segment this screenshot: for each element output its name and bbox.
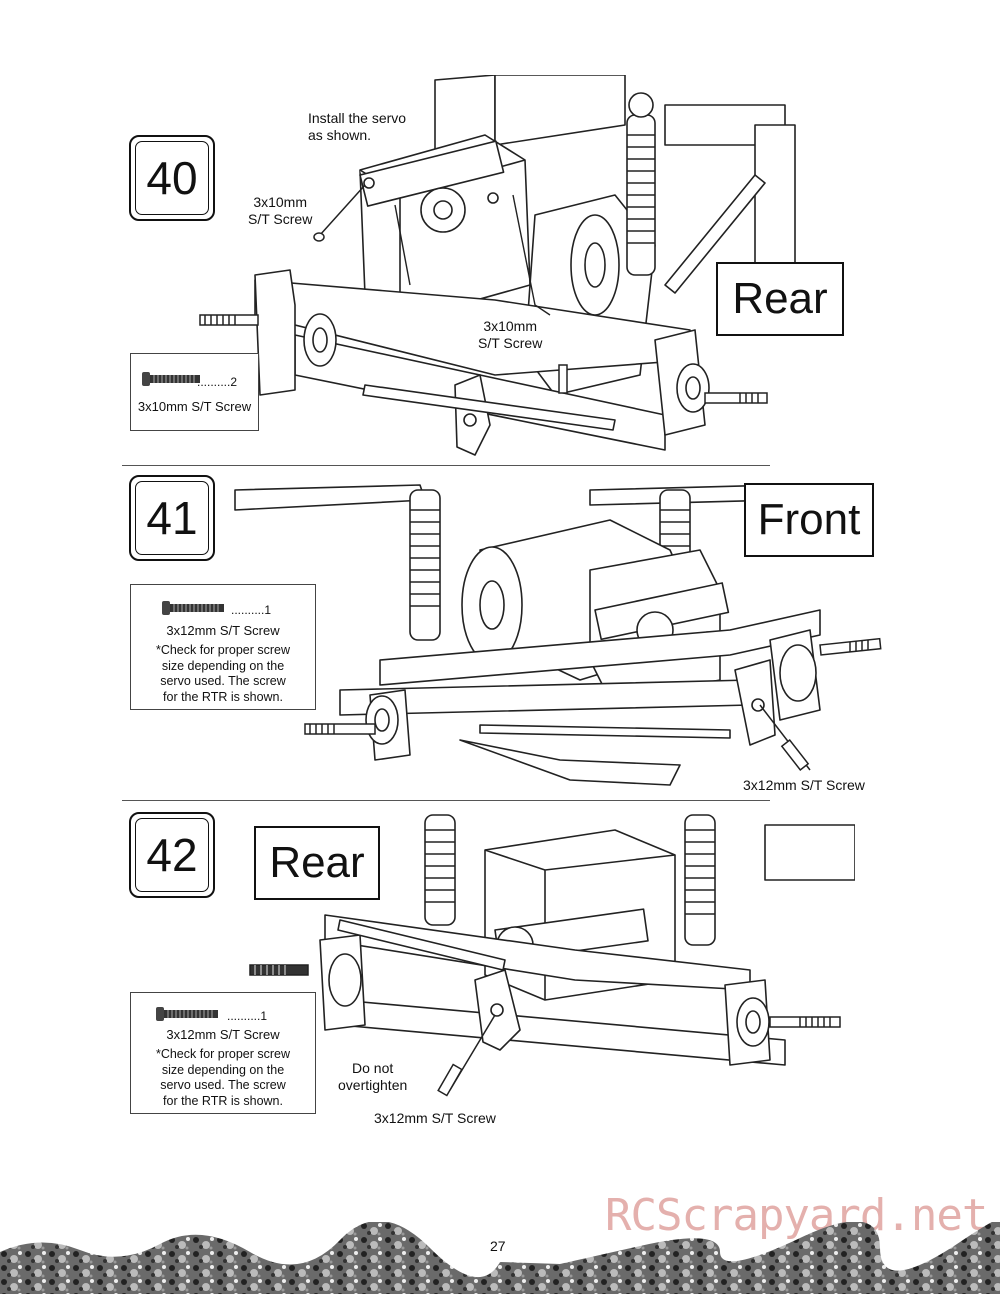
parts-quantity: ..........1: [227, 1009, 268, 1023]
step-number: 40: [135, 141, 209, 215]
parts-label: 3x10mm S/T Screw: [137, 399, 252, 414]
screw-callout: 3x12mm S/T Screw: [374, 1110, 496, 1126]
direction-label-front: Front: [744, 483, 874, 557]
step-divider: [122, 465, 770, 466]
parts-quantity: ..........2: [197, 375, 238, 389]
step-40-number-box: 40: [129, 135, 215, 221]
step-41-number-box: 41: [129, 475, 215, 561]
screw-callout-center: 3x10mm S/T Screw: [478, 318, 543, 351]
direction-label-rear: Rear: [716, 262, 844, 336]
screw-icon: [142, 372, 200, 386]
step-41-chassis-drawing: [234, 484, 882, 786]
step-42-chassis-drawing: [249, 814, 855, 1097]
screw-callout: 3x12mm S/T Screw: [743, 777, 865, 793]
step-number: 41: [135, 481, 209, 555]
step-42-parts-box: ..........1 3x12mm S/T Screw *Check for …: [130, 992, 316, 1114]
step-number: 42: [135, 818, 209, 892]
step-divider: [122, 800, 770, 801]
step-40-parts-box: ..........2 3x10mm S/T Screw: [130, 353, 259, 431]
gravel-footer-graphic: [0, 1222, 1000, 1294]
parts-label: 3x12mm S/T Screw: [166, 623, 280, 638]
direction-label-rear: Rear: [254, 826, 380, 900]
screw-callout-left: 3x10mm S/T Screw: [248, 194, 313, 227]
screw-icon: [156, 1007, 218, 1021]
step-40-chassis-drawing: [199, 75, 796, 456]
do-not-overtighten-warning: Do not overtighten: [338, 1060, 408, 1093]
screw-size-note: *Check for proper screw size depending o…: [155, 1047, 291, 1108]
install-servo-callout: Install the servo as shown.: [308, 110, 407, 143]
screw-size-note: *Check for proper screw size depending o…: [155, 643, 291, 704]
page-number: 27: [490, 1238, 506, 1254]
parts-label: 3x12mm S/T Screw: [166, 1027, 280, 1042]
parts-quantity: ..........1: [231, 603, 272, 617]
watermark: RCScrapyard.net: [605, 1190, 988, 1241]
step-41-parts-box: ..........1 3x12mm S/T Screw *Check for …: [130, 584, 316, 710]
screw-icon: [162, 601, 224, 615]
step-42-number-box: 42: [129, 812, 215, 898]
